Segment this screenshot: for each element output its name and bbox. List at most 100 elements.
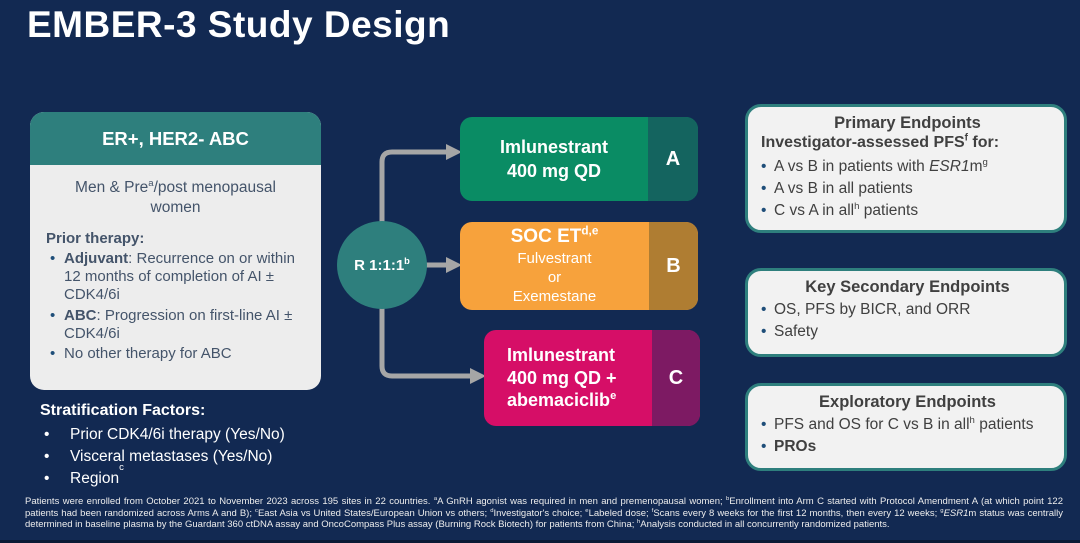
subtitle-text: Investigator-assessed PFS — [761, 134, 965, 151]
bullet-text: : Progression on first-line AI ± CDK4/6i — [64, 306, 293, 342]
footnote-superscript: b — [726, 495, 730, 502]
arm-b-line3: Exemestane — [512, 287, 597, 305]
bullet-text: patients — [974, 416, 1034, 433]
arm-c-content: Imlunestrant 400 mg QD + abemaciclibe — [484, 330, 652, 426]
bullet-superscript: h — [854, 200, 860, 212]
arm-c-line3: abemaciclibe — [507, 389, 616, 412]
randomization-superscript: b — [404, 255, 410, 266]
list-item: ABC: Progression on first-line AI ± CDK4… — [50, 307, 305, 344]
eligibility-card: ER+, HER2- ABC Men & Prea/post menopausa… — [30, 112, 321, 390]
footnote-superscript: d — [490, 507, 494, 514]
arm-c-line3-text: abemaciclib — [507, 390, 611, 411]
strat-text: Prior CDK4/6i therapy (Yes/No) — [70, 426, 285, 443]
footnote-text: Enrollment into Arm C started with Proto… — [25, 496, 1063, 519]
footnote-text: Labeled dose; — [588, 507, 652, 519]
footnote-superscript: c — [255, 507, 258, 514]
bullet-lead: ABC — [64, 306, 97, 324]
arm-b-line2: or — [547, 268, 562, 286]
arm-b-title: SOC ETd,e — [510, 224, 599, 249]
bullet-text: A vs B in patients with — [774, 157, 930, 175]
arm-a-line2: 400 mg QD — [506, 161, 602, 181]
list-item: PFS and OS for C vs B in allh patients — [761, 414, 1054, 436]
stratification-list: Prior CDK4/6i therapy (Yes/No) Visceral … — [40, 424, 370, 490]
footnote-text: A GnRH agonist was required in men and p… — [437, 496, 727, 507]
bullet-text: C vs A in all — [774, 201, 855, 219]
footnote-text: Investigator's choice; — [493, 507, 586, 519]
footnote-text: East Asia vs United States/European Unio… — [257, 507, 491, 519]
arm-a-content: Imlunestrant 400 mg QD — [460, 117, 648, 201]
arm-c-box: Imlunestrant 400 mg QD + abemaciclibe C — [484, 330, 700, 426]
bullet-superscript: g — [982, 156, 988, 168]
list-item: Prior CDK4/6i therapy (Yes/No) — [40, 424, 370, 446]
primary-endpoints-title: Primary Endpoints — [834, 114, 981, 132]
footnote-text: m status was centrally determined in bas… — [25, 507, 1063, 531]
arm-b-content: SOC ETd,e Fulvestrant or Exemestane — [460, 222, 649, 310]
arrow-to-arm-c-head — [470, 368, 486, 384]
arm-a-tab: A — [648, 117, 698, 201]
primary-endpoints-list: A vs B in patients with ESR1mg A vs B in… — [761, 156, 1054, 222]
arm-c-line3-superscript: e — [610, 390, 617, 403]
list-item: OS, PFS by BICR, and ORR — [761, 299, 1054, 321]
footnote-text: Patients were enrolled from October 2021… — [25, 496, 434, 507]
key-secondary-endpoints-title: Key Secondary Endpoints — [805, 278, 1010, 296]
footnote-superscript: a — [433, 495, 438, 502]
eligibility-card-header: ER+, HER2- ABC — [30, 112, 321, 165]
bullet-text: No other therapy for ABC — [64, 345, 232, 363]
exploratory-endpoints-box: Exploratory Endpoints PFS and OS for C v… — [745, 383, 1067, 471]
arrow-to-arm-c-line — [379, 293, 470, 379]
bullet-text: PFS and OS for C vs B in all — [774, 416, 970, 433]
randomization-label: R 1:1:1b — [354, 255, 410, 274]
key-secondary-endpoints-box: Key Secondary Endpoints OS, PFS by BICR,… — [745, 268, 1067, 357]
bullet-text: : Recurrence on or within 12 months of c… — [64, 249, 295, 304]
footnote-superscript: f — [651, 507, 654, 514]
arrow-to-arm-b-head — [446, 257, 462, 273]
bullet-text: m — [969, 157, 983, 175]
gene-name: ESR1 — [929, 157, 970, 175]
randomization-arrows — [379, 144, 486, 384]
footnote-superscript: g — [940, 507, 944, 514]
list-item: Adjuvant: Recurrence on or within 12 mon… — [50, 250, 305, 305]
list-item: A vs B in patients with ESR1mg — [761, 156, 1054, 178]
primary-endpoints-subtitle: Investigator-assessed PFSf for: — [761, 133, 1054, 154]
exploratory-endpoints-title: Exploratory Endpoints — [819, 393, 996, 411]
footnote-superscript: h — [637, 519, 641, 526]
population-superscript: a — [148, 177, 154, 189]
page-title: EMBER-3 Study Design — [27, 4, 451, 45]
randomization-circle: R 1:1:1b — [337, 221, 427, 309]
bullet-text: OS, PFS by BICR, and ORR — [774, 301, 971, 318]
exploratory-endpoints-list: PFS and OS for C vs B in allh patients P… — [761, 414, 1054, 458]
primary-endpoints-box: Primary Endpoints Investigator-assessed … — [745, 104, 1067, 233]
population-post: /post menopausal women — [150, 179, 276, 216]
list-item: C vs A in allh patients — [761, 200, 1054, 222]
population-pre: Men & Pre — [75, 179, 149, 196]
eligibility-card-body: Men & Prea/post menopausal women Prior t… — [30, 165, 321, 364]
arrow-to-arm-a-head — [446, 144, 462, 160]
arm-c-tab: C — [652, 330, 700, 426]
footnote-superscript: e — [585, 507, 589, 514]
stratification-block: Stratification Factors: Prior CDK4/6i th… — [40, 402, 370, 490]
strat-text: Visceral metastases (Yes/No) — [70, 448, 273, 465]
stratification-label: Stratification Factors: — [40, 402, 206, 419]
bullet-superscript: h — [969, 414, 975, 426]
arm-c-line1: Imlunestrant — [507, 345, 616, 366]
arm-b-title-superscript: d,e — [581, 224, 599, 238]
footnote-text: Analysis conducted in all concurrently r… — [640, 519, 890, 531]
arm-a-line1: Imlunestrant — [499, 136, 609, 157]
prior-therapy-list: Adjuvant: Recurrence on or within 12 mon… — [46, 250, 305, 364]
arrow-to-arm-a-line — [379, 149, 446, 238]
strat-superscript: c — [119, 462, 124, 473]
list-item: Safety — [761, 321, 1054, 343]
gene-name: ESR1 — [943, 507, 969, 519]
list-item: PROs — [761, 436, 1054, 458]
prior-therapy-label: Prior therapy: — [46, 229, 145, 247]
population-text: Men & Prea/post menopausal women — [60, 178, 292, 218]
arm-b-box: SOC ETd,e Fulvestrant or Exemestane B — [460, 222, 698, 310]
bullet-text: Safety — [774, 323, 818, 340]
subtitle-superscript: f — [964, 132, 968, 144]
bullet-text: A vs B in all patients — [774, 179, 913, 197]
arm-c-line2: 400 mg QD + — [507, 367, 617, 388]
randomization-text: R 1:1:1 — [354, 256, 405, 274]
arm-b-title-text: SOC ET — [510, 225, 582, 247]
